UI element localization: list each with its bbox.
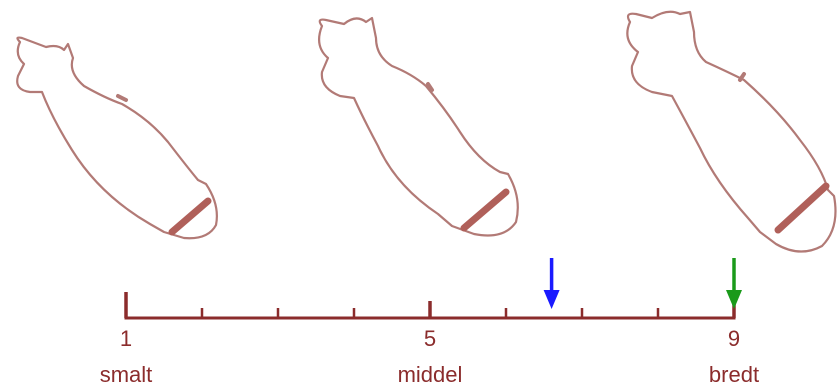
scale-word-middel: middel	[397, 362, 463, 387]
scale-word-bredt: bredt	[708, 362, 760, 387]
broad-body-outline-figure	[626, 10, 837, 253]
scale-number-1: 1	[119, 326, 133, 351]
indicator-arrow-2	[726, 258, 742, 309]
scale-number-5: 5	[423, 326, 437, 351]
medium-body-outline-figure	[317, 16, 519, 237]
indicator-arrow-1	[543, 258, 560, 309]
scale-number-9: 9	[727, 326, 741, 351]
narrow-body-outline-figure	[16, 36, 218, 240]
breadth-scale	[124, 292, 736, 320]
scale-word-smalt: smalt	[99, 362, 153, 387]
indicator-arrows	[543, 258, 742, 309]
